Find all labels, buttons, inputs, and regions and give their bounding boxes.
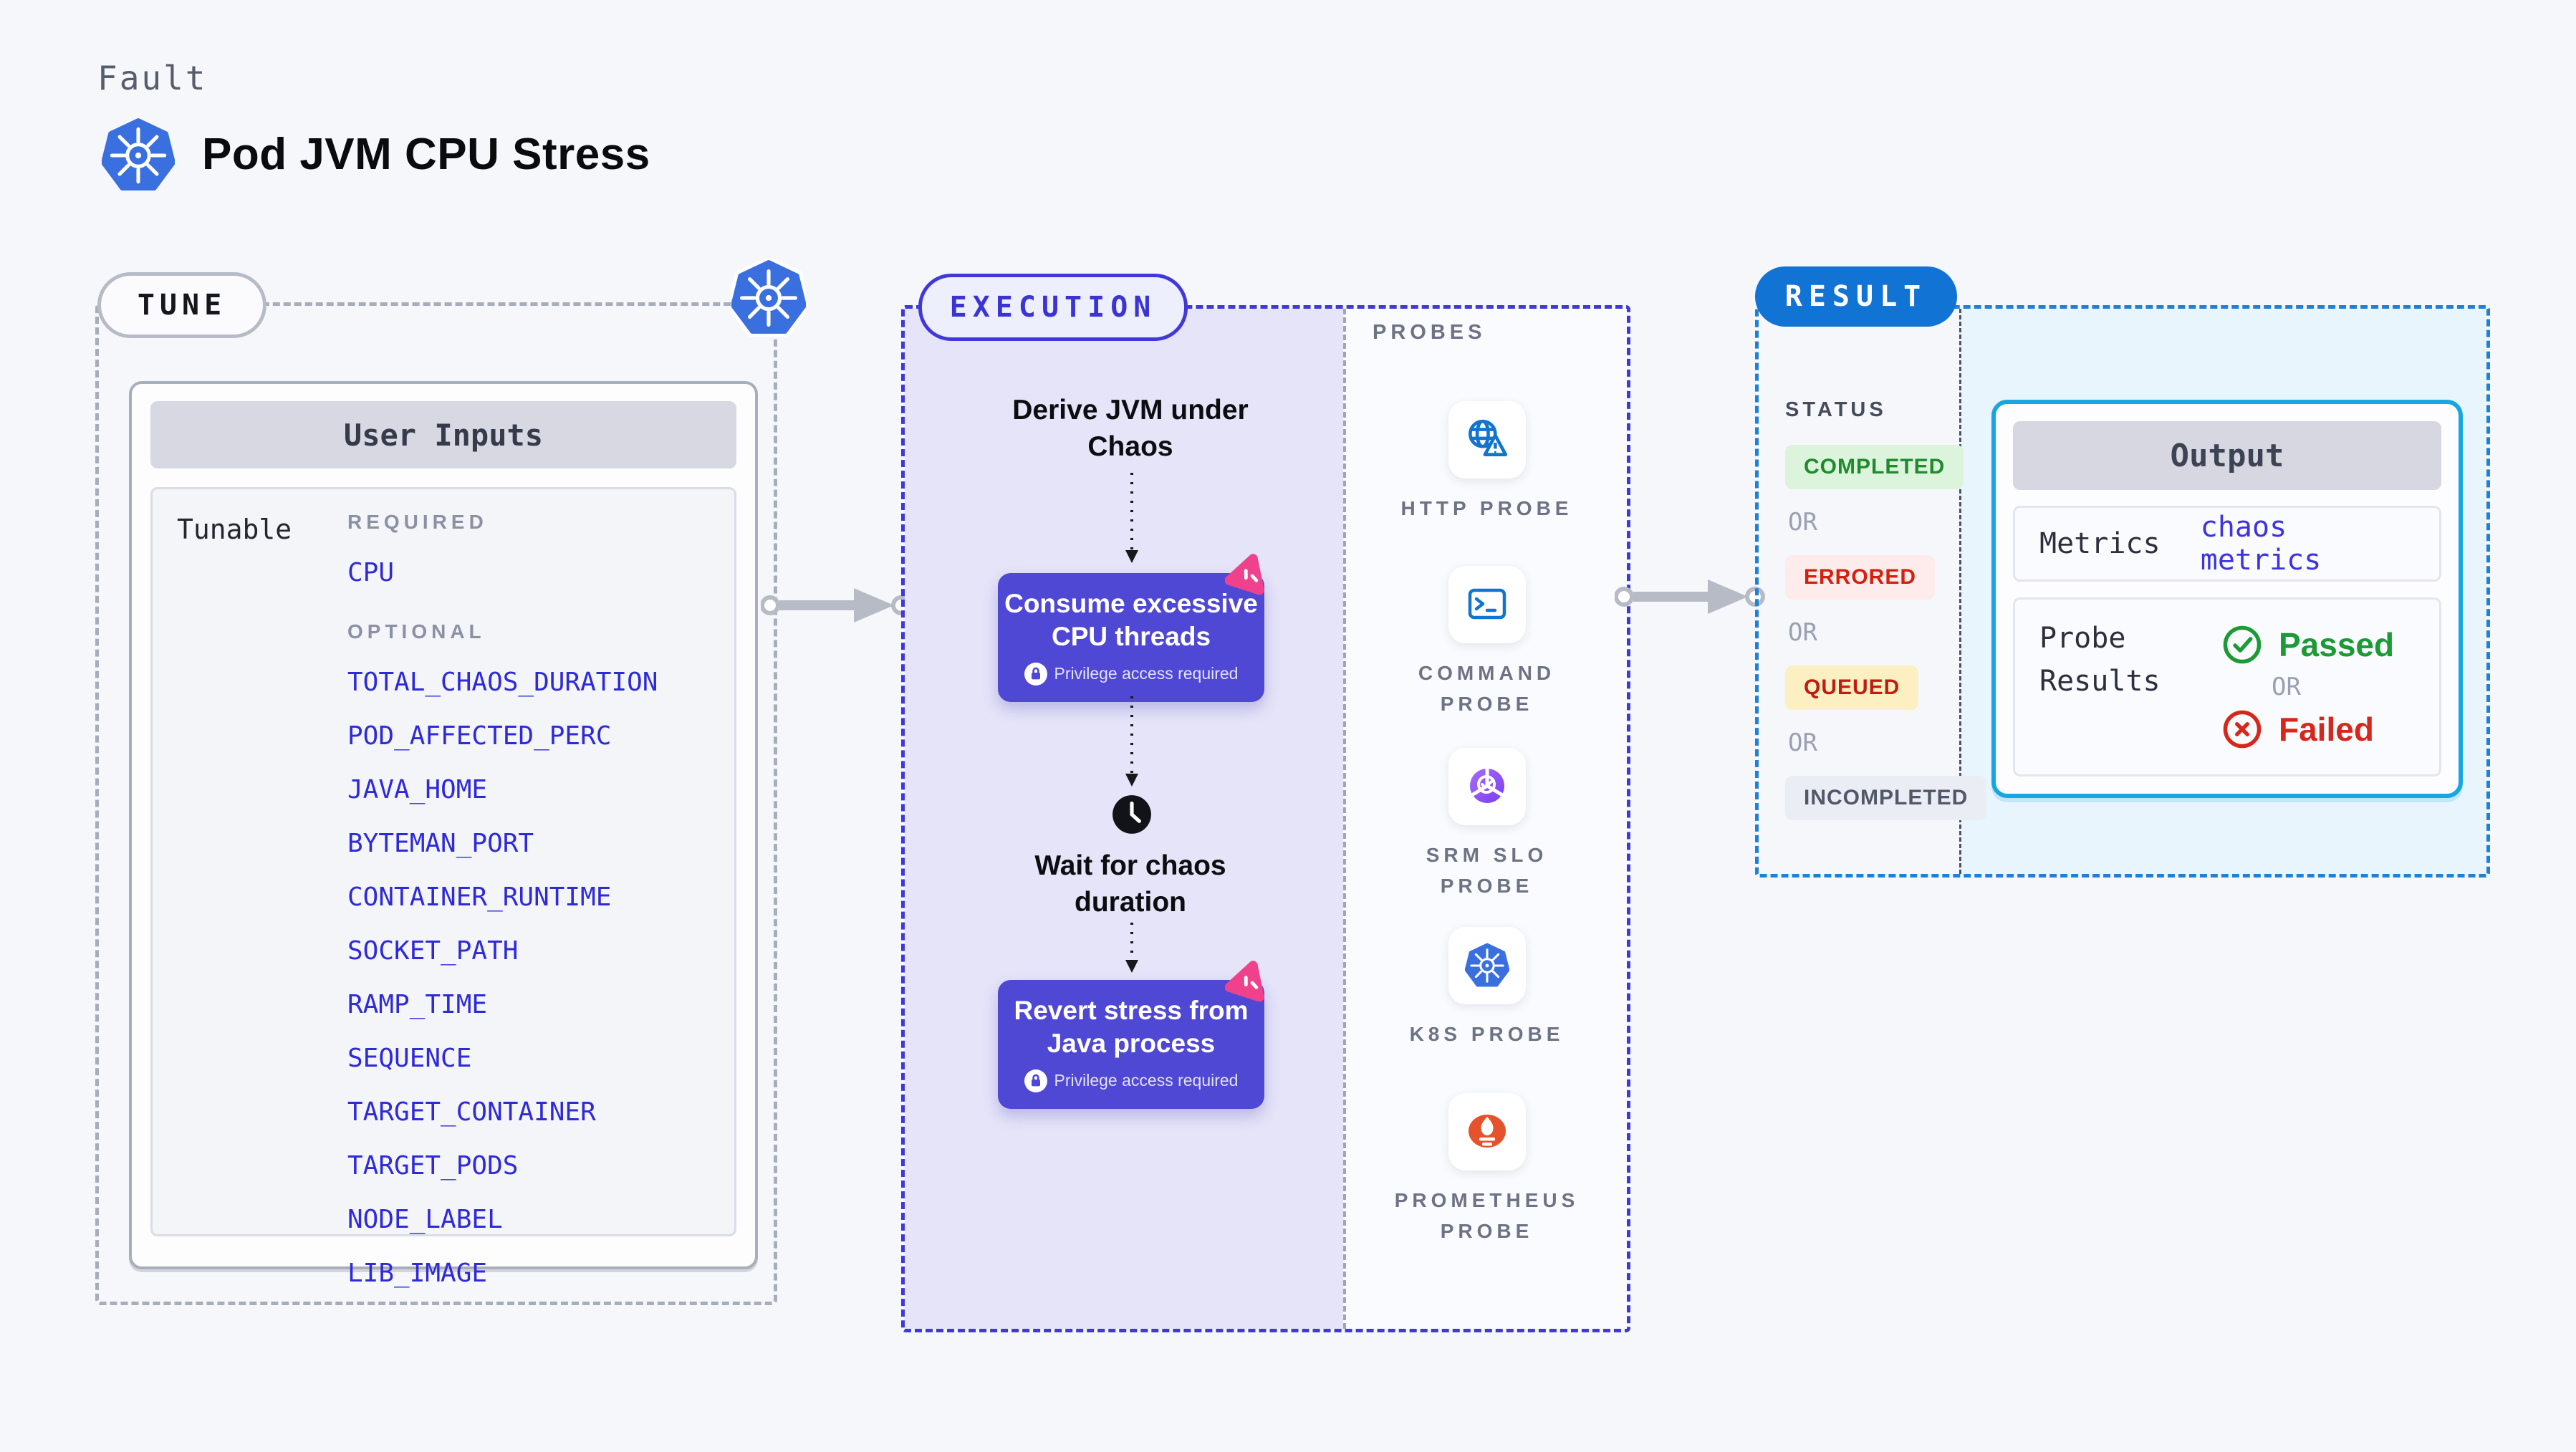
step-wait-label: Wait for chaos duration (1034, 850, 1226, 918)
probe-srm-slo: SRM SLO PROBE (1343, 748, 1630, 902)
probe-card (1448, 927, 1526, 1004)
page-title: Pod JVM CPU Stress (202, 130, 650, 179)
probe-card (1448, 566, 1526, 643)
lock-icon (1024, 662, 1047, 686)
param-item: JAVA_HOME (347, 775, 488, 804)
or-label: OR (1788, 729, 1817, 757)
probe-label: HTTP PROBE (1400, 497, 1573, 519)
param-item: TARGET_CONTAINER (347, 1097, 596, 1127)
output-card: Output Metrics chaos metrics Probe Resul… (1991, 400, 2463, 798)
metrics-value: chaos metrics (2200, 511, 2322, 577)
execution-pill: EXECUTION (918, 274, 1188, 341)
kubernetes-icon (102, 117, 175, 193)
probe-label: SRM SLO PROBE (1426, 844, 1548, 898)
param-item: BYTEMAN_PORT (347, 829, 534, 858)
tune-to-execution-arrow (761, 584, 911, 627)
probe-card (1448, 401, 1526, 479)
srm-slo-probe-icon (1469, 767, 1504, 803)
tune-section-frame (95, 302, 777, 1305)
command-probe-icon (1468, 588, 1506, 620)
param-item: SOCKET_PATH (347, 936, 519, 966)
probe-label: PROMETHEUS PROBE (1394, 1189, 1580, 1243)
probe-label: K8S PROBE (1409, 1023, 1565, 1045)
status-label: STATUS (1785, 398, 1887, 421)
probes-title: PROBES (1373, 321, 1486, 344)
user-inputs-card: User Inputs Tunable REQUIRED CPU OPTIONA… (129, 381, 758, 1288)
privilege-note: Privilege access required (1054, 664, 1239, 683)
user-inputs-title: User Inputs (150, 401, 736, 468)
lock-icon (1024, 1069, 1047, 1092)
flow-arrow-down (1125, 696, 1138, 787)
probe-results-label: Probe Results (2039, 622, 2161, 698)
flow-arrow-down (1125, 923, 1138, 973)
privilege-note: Privilege access required (1054, 1071, 1239, 1090)
passed-label: Passed (2279, 626, 2395, 663)
user-inputs-body: Tunable REQUIRED CPU OPTIONAL TOTAL_CHAO… (150, 487, 736, 1288)
chaos-hub-icon (1225, 552, 1271, 597)
metrics-label: Metrics (2039, 527, 2161, 560)
param-item: CONTAINER_RUNTIME (347, 883, 612, 912)
probe-http: HTTP PROBE (1343, 401, 1630, 524)
kubernetes-icon (731, 259, 806, 337)
step-consume-box: Consume excessive CPU threads Privilege … (998, 573, 1264, 702)
result-pill: RESULT (1755, 266, 1957, 327)
metrics-row: Metrics chaos metrics (2013, 506, 2441, 582)
or-label: OR (1788, 618, 1817, 647)
param-item: NODE_LABEL (347, 1205, 503, 1234)
status-badge-completed: COMPLETED (1785, 445, 1964, 489)
or-label: OR (2272, 673, 2301, 701)
tunable-label: Tunable (177, 514, 292, 545)
status-badge-incompleted: INCOMPLETED (1785, 776, 1987, 820)
step-revert-box: Revert stress from Java process Privileg… (998, 980, 1264, 1109)
required-group-label: REQUIRED (347, 511, 488, 533)
probe-prometheus: PROMETHEUS PROBE (1343, 1093, 1630, 1247)
passed-check-icon (2223, 625, 2262, 664)
probe-label: COMMAND PROBE (1418, 662, 1556, 716)
fault-kind-label: Fault (97, 59, 208, 97)
param-item: SEQUENCE (347, 1044, 472, 1073)
clock-icon (1112, 795, 1151, 834)
param-item: RAMP_TIME (347, 990, 488, 1019)
chaos-hub-icon (1225, 958, 1271, 1004)
status-badge-errored: ERRORED (1785, 555, 1936, 600)
step-revert-label: Revert stress from Java process (1014, 996, 1249, 1059)
kubernetes-icon (1465, 943, 1509, 989)
optional-param-list: TOTAL_CHAOS_DURATION POD_AFFECTED_PERC JAV… (347, 668, 658, 1288)
param-item: TOTAL_CHAOS_DURATION (347, 668, 658, 697)
param-item: TARGET_PODS (347, 1151, 519, 1181)
status-column: STATUS COMPLETED OR ERRORED OR QUEUED OR… (1785, 398, 1987, 820)
probe-command: COMMAND PROBE (1343, 566, 1630, 720)
output-title: Output (2013, 421, 2441, 490)
probe-card (1448, 1093, 1526, 1170)
status-badge-queued: QUEUED (1785, 665, 1919, 710)
failed-x-icon (2223, 710, 2262, 749)
step-derive-jvm: Derive JVM under Chaos (1012, 395, 1249, 462)
optional-group-label: OPTIONAL (347, 620, 486, 643)
step-consume-label: Consume excessive CPU threads (1004, 589, 1258, 652)
probe-card (1448, 748, 1526, 825)
probe-results-row: Probe Results Passed OR Failed (2013, 597, 2441, 777)
flow-arrow-down (1125, 473, 1138, 563)
http-probe-icon (1468, 419, 1507, 456)
param-item: POD_AFFECTED_PERC (347, 721, 612, 751)
param-item: CPU (347, 558, 395, 587)
param-item: LIB_IMAGE (347, 1259, 488, 1288)
or-label: OR (1788, 508, 1817, 537)
execution-to-result-arrow (1615, 575, 1765, 618)
failed-label: Failed (2279, 711, 2374, 748)
prometheus-icon (1468, 1115, 1506, 1148)
tune-pill: TUNE (97, 272, 266, 338)
probe-k8s: K8S PROBE (1343, 927, 1630, 1049)
